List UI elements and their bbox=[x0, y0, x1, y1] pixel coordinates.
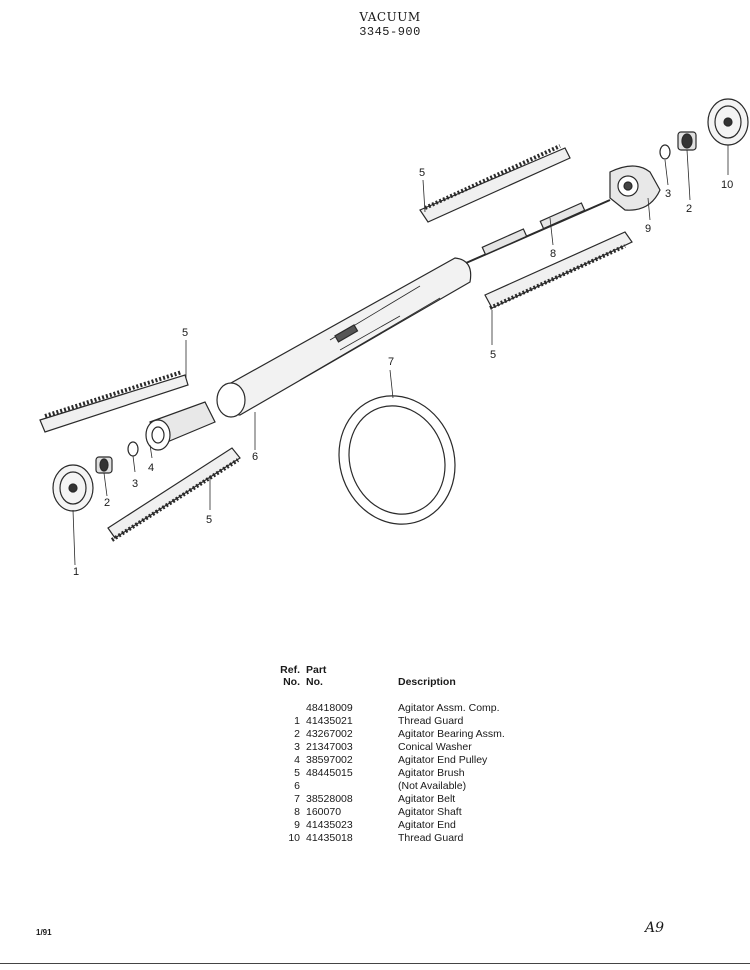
callout-5-mid-right: 5 bbox=[490, 349, 496, 361]
description-cell: Agitator Belt bbox=[398, 793, 456, 805]
part-header-line1: Part bbox=[306, 664, 327, 676]
part-cell: 160070 bbox=[306, 806, 342, 818]
description-cell: Agitator End Pulley bbox=[398, 754, 488, 766]
part-cell: 41435018 bbox=[306, 832, 353, 844]
table-row: 4 38597002 Agitator End Pulley bbox=[278, 754, 505, 767]
table-row: 2 43267002 Agitator Bearing Assm. bbox=[278, 728, 505, 741]
bearing-assembly-right bbox=[677, 131, 697, 151]
part-cell: 41435023 bbox=[306, 819, 353, 831]
agitator-belt bbox=[338, 395, 456, 525]
agitator-end-pulley bbox=[145, 401, 216, 451]
conical-washer-left bbox=[127, 441, 139, 457]
part-cell: 38597002 bbox=[306, 754, 353, 766]
part-cell: 48445015 bbox=[306, 767, 353, 779]
description-cell: Agitator Bearing Assm. bbox=[398, 728, 505, 740]
description-cell: Thread Guard bbox=[398, 715, 464, 727]
callout-3-right: 3 bbox=[665, 188, 671, 200]
table-row: 3 21347003 Conical Washer bbox=[278, 741, 505, 754]
thread-guard-left bbox=[52, 464, 94, 512]
callout-5-top-right: 5 bbox=[419, 167, 425, 179]
ref-header-line1: Ref. bbox=[280, 664, 300, 676]
exploded-parts-diagram: 1 2 3 4 5 5 5 5 6 7 8 9 3 2 10 bbox=[39, 98, 749, 578]
conical-washer-right bbox=[659, 144, 671, 160]
part-cell: 41435021 bbox=[306, 715, 353, 727]
agitator-brush-left-bottom bbox=[107, 447, 241, 542]
table-row: 48418009 Agitator Assm. Comp. bbox=[278, 702, 505, 715]
part-header: Part No. bbox=[306, 664, 398, 688]
callout-10: 10 bbox=[721, 179, 733, 191]
description-cell: Agitator Assm. Comp. bbox=[398, 702, 500, 714]
table-row: 5 48445015 Agitator Brush bbox=[278, 767, 505, 780]
description-header-text: Description bbox=[398, 676, 456, 688]
ref-cell: 1 bbox=[294, 715, 300, 727]
ref-header: Ref. No. bbox=[278, 664, 306, 688]
ref-cell: 4 bbox=[294, 754, 300, 766]
callout-2-right: 2 bbox=[686, 203, 692, 215]
table-row: 6 (Not Available) bbox=[278, 780, 505, 793]
callout-5-left-top: 5 bbox=[182, 327, 188, 339]
table-row: 1 41435021 Thread Guard bbox=[278, 715, 505, 728]
page-title: VACUUM bbox=[359, 10, 421, 24]
callout-9: 9 bbox=[645, 223, 651, 235]
ref-cell bbox=[278, 702, 306, 715]
callout-3-left: 3 bbox=[132, 478, 138, 490]
callout-4: 4 bbox=[148, 462, 154, 474]
ref-cell: 5 bbox=[294, 767, 300, 779]
ref-cell: 7 bbox=[294, 793, 300, 805]
table-row: 7 38528008 Agitator Belt bbox=[278, 793, 505, 806]
part-cell bbox=[306, 780, 398, 793]
part-cell: 43267002 bbox=[306, 728, 353, 740]
ref-header-line2: No. bbox=[283, 676, 300, 688]
description-cell: Agitator End bbox=[398, 819, 456, 831]
part-cell: 48418009 bbox=[306, 702, 353, 714]
thread-guard-right bbox=[707, 98, 749, 146]
description-cell: (Not Available) bbox=[398, 780, 467, 792]
agitator-slot bbox=[334, 324, 359, 343]
callout-5-left-bottom: 5 bbox=[206, 514, 212, 526]
page-header: VACUUM 3345-900 bbox=[330, 10, 450, 40]
callout-6: 6 bbox=[252, 451, 258, 463]
description-cell: Conical Washer bbox=[398, 741, 472, 753]
agitator-body-end bbox=[216, 382, 246, 418]
callout-8: 8 bbox=[550, 248, 556, 260]
ref-cell: 10 bbox=[288, 832, 300, 844]
callout-1: 1 bbox=[73, 566, 79, 578]
table-row: 10 41435018 Thread Guard bbox=[278, 832, 505, 845]
description-cell: Agitator Shaft bbox=[398, 806, 462, 818]
page-mark: A9 bbox=[645, 920, 665, 936]
ref-cell: 3 bbox=[294, 741, 300, 753]
date-code: 1/91 bbox=[36, 928, 52, 937]
agitator-brush-mid-right bbox=[484, 231, 633, 310]
table-row: 9 41435023 Agitator End bbox=[278, 819, 505, 832]
model-number: 3345-900 bbox=[359, 25, 421, 39]
part-header-line2: No. bbox=[306, 676, 323, 688]
part-cell: 21347003 bbox=[306, 741, 353, 753]
bearing-assembly-left bbox=[95, 456, 113, 474]
description-cell: Thread Guard bbox=[398, 832, 464, 844]
agitator-end-right bbox=[609, 165, 661, 211]
agitator-brush-left-top bbox=[39, 370, 189, 433]
callout-7: 7 bbox=[388, 356, 394, 368]
callout-2-left: 2 bbox=[104, 497, 110, 509]
description-cell: Agitator Brush bbox=[398, 767, 465, 779]
ref-cell: 2 bbox=[294, 728, 300, 740]
ref-cell: 6 bbox=[294, 780, 300, 792]
ref-cell: 8 bbox=[294, 806, 300, 818]
bottom-rule bbox=[0, 963, 750, 964]
part-cell: 38528008 bbox=[306, 793, 353, 805]
table-row: 8 160070 Agitator Shaft bbox=[278, 806, 505, 819]
agitator-brush-top-right bbox=[419, 144, 571, 223]
ref-cell: 9 bbox=[294, 819, 300, 831]
description-header: Description bbox=[398, 664, 505, 688]
